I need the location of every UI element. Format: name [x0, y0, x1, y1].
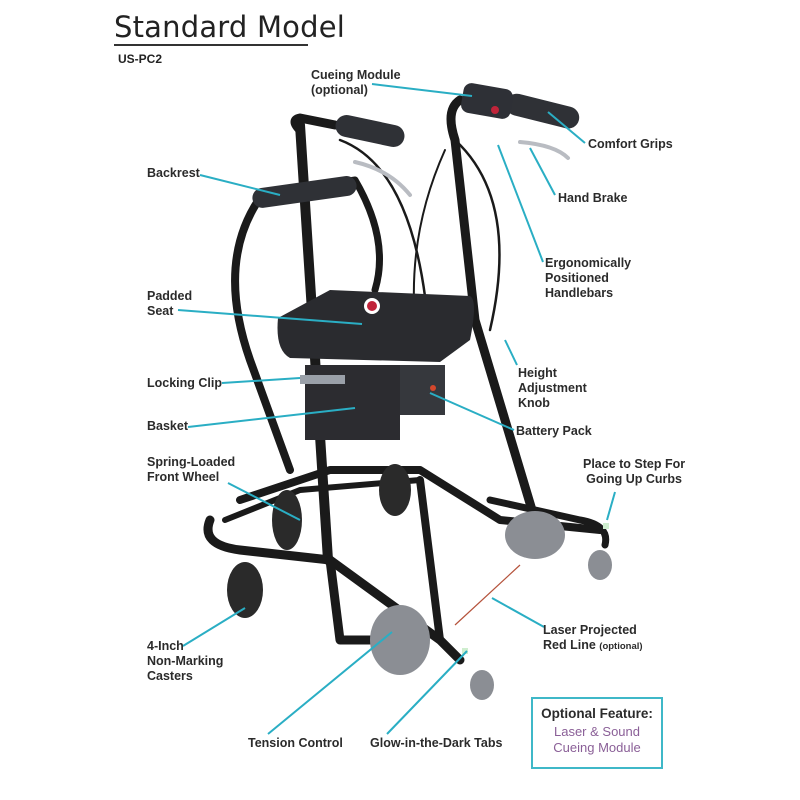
label-handlebars: Ergonomically Positioned Handlebars [545, 256, 632, 300]
battery-pack [400, 365, 445, 415]
wheels [227, 464, 612, 700]
brake-levers [353, 140, 570, 197]
title-underline [114, 44, 308, 46]
cueing-module-device [461, 83, 513, 119]
label-casters: 4-Inch Non-Marking Casters [147, 639, 224, 683]
label-step-place: Place to Step For Going Up Curbs [583, 457, 686, 486]
label-battery-pack: Battery Pack [516, 424, 592, 438]
model-number: US-PC2 [118, 52, 163, 66]
callout-lines [177, 83, 616, 735]
label-basket: Basket [147, 419, 188, 433]
label-comfort-grips: Comfort Grips [588, 137, 673, 151]
seat [277, 290, 474, 362]
laser-line [454, 564, 521, 626]
label-tension-control: Tension Control [248, 736, 343, 750]
label-glow-tabs: Glow-in-the-Dark Tabs [370, 736, 503, 750]
label-cueing-module: Cueing Module(optional) [311, 68, 401, 97]
locking-clip [300, 375, 345, 384]
label-hand-brake: Hand Brake [558, 191, 628, 205]
optional-feature-title: Optional Feature: [541, 706, 653, 721]
optional-feature-box: Optional Feature: Laser & Sound Cueing M… [531, 697, 663, 769]
label-height-knob: Height Adjustment Knob [518, 366, 587, 410]
label-front-wheel: Spring-Loaded Front Wheel [147, 455, 236, 484]
hand-grips [252, 93, 580, 208]
page-title: Standard Model [114, 10, 346, 44]
label-backrest: Backrest [147, 166, 200, 180]
optional-feature-text: Laser & Sound Cueing Module [553, 724, 641, 755]
label-laser-line: Laser Projected Red Line (optional) [543, 623, 643, 652]
label-padded-seat: Padded Seat [147, 289, 193, 318]
label-locking-clip: Locking Clip [147, 376, 222, 390]
